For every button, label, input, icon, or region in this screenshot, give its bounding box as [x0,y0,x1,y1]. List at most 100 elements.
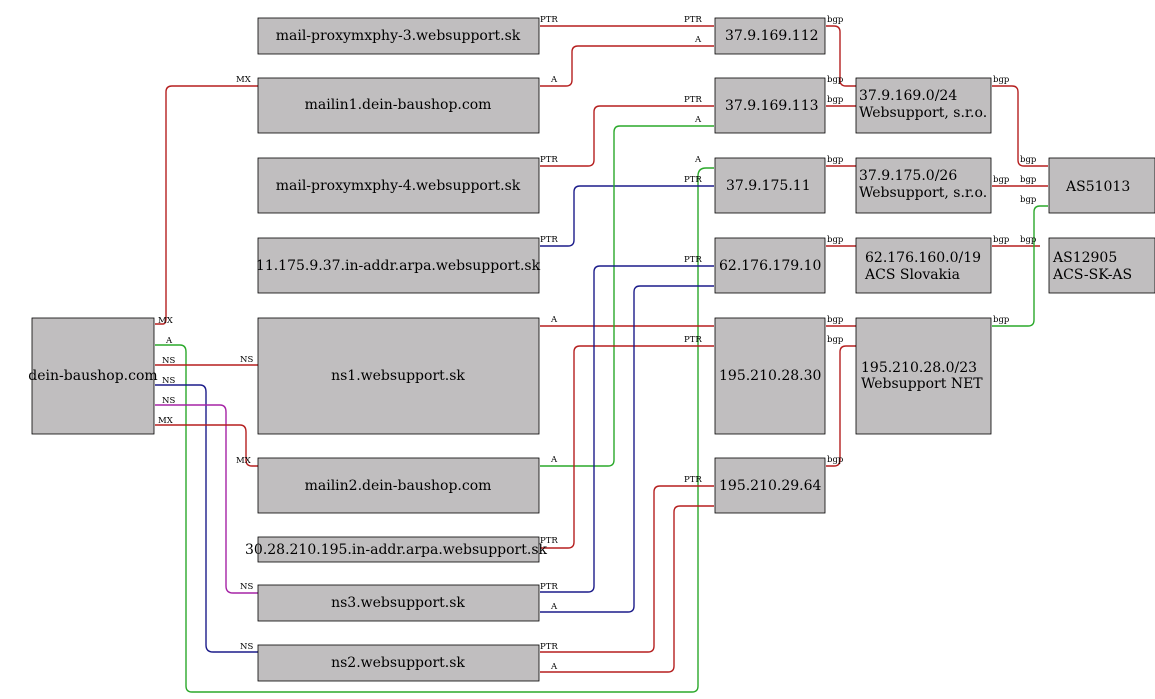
node-label: 37.9.175.11 [726,178,811,194]
label-a: A [694,115,702,125]
node-label: 37.9.169.113 [725,98,819,114]
edge-ns-ns3 [155,404,258,594]
node-label: Websupport, s.r.o. [859,185,987,201]
node-ip-37-9-169-113[interactable]: 37.9.169.113 [714,77,826,134]
node-arpa-30[interactable]: 30.28.210.195.in-addr.arpa.websupport.sk [245,536,548,563]
node-ip-195-210-28-30[interactable]: 195.210.28.30 [714,317,826,435]
label-bgp: bgp [1020,195,1037,205]
label-mx: MX [158,316,174,326]
label-ptr: PTR [684,335,702,345]
edge-a-dein-baushop [155,167,714,693]
node-label: 37.9.169.112 [725,28,819,44]
node-ip-37-9-169-112[interactable]: 37.9.169.112 [714,17,826,55]
label-a: A [550,315,558,325]
node-label: ACS Slovakia [864,267,960,283]
label-bgp: bgp [827,455,844,465]
edge-mx-mailin2 [155,424,258,467]
node-net-37-9-169[interactable]: 37.9.169.0/24 Websupport, s.r.o. [855,77,992,134]
node-ip-37-9-175-11[interactable]: 37.9.175.11 [714,157,826,214]
node-label: mail-proxymxphy-3.websupport.sk [276,28,521,44]
node-label: 30.28.210.195.in-addr.arpa.websupport.sk [245,542,548,558]
node-label: mail-proxymxphy-4.websupport.sk [276,178,521,194]
edge-bgp-112 [826,25,856,87]
node-label: 37.9.169.0/24 [859,88,957,104]
label-ptr: PTR [684,15,702,25]
label-bgp: bgp [827,235,844,245]
edge-ns-ns2 [155,384,258,653]
node-label: ns2.websupport.sk [331,655,465,671]
node-label: mailin2.dein-baushop.com [305,478,492,494]
label-a: A [694,35,702,45]
label-mx: MX [236,456,252,466]
label-a: A [550,662,558,672]
label-ptr: PTR [540,155,558,165]
label-ptr: PTR [684,475,702,485]
edge-a-ns3 [540,285,714,613]
node-label: 195.210.28.30 [719,368,821,384]
label-bgp: bgp [827,335,844,345]
node-label: 11.175.9.37.in-addr.arpa.websupport.sk [256,258,541,274]
node-ns1[interactable]: ns1.websupport.sk [257,317,540,435]
label-mx: MX [158,416,174,426]
label-bgp: bgp [1020,175,1037,185]
node-net-37-9-175[interactable]: 37.9.175.0/26 Websupport, s.r.o. [855,157,992,214]
node-dein-baushop[interactable]: dein-baushop.com [28,317,158,435]
label-ns: NS [240,355,253,365]
node-net-62-176-160[interactable]: 62.176.160.0/19 ACS Slovakia [855,237,992,294]
label-bgp: bgp [827,155,844,165]
edge-a-ns2 [540,505,714,673]
label-bgp: bgp [1020,235,1037,245]
edges [155,25,1048,693]
edge-ptr-arpa30 [540,345,714,549]
label-ns: NS [162,396,175,406]
label-bgp: bgp [1020,155,1037,165]
node-ip-195-210-29-64[interactable]: 195.210.29.64 [714,457,826,514]
node-label: 195.210.28.0/23 [861,360,977,376]
edge-a-mailin1 [540,45,714,87]
label-a: A [550,455,558,465]
node-arpa-11[interactable]: 11.175.9.37.in-addr.arpa.websupport.sk [256,237,541,294]
label-ptr: PTR [540,582,558,592]
edge-labels: PTR PTR A MX A PTR A PTR A PTR PTR PTR M… [158,15,1037,672]
label-ns: NS [162,356,175,366]
nodes: dein-baushop.com mail-proxymxphy-3.websu… [28,17,1155,682]
node-mailin1[interactable]: mailin1.dein-baushop.com [257,77,540,134]
label-bgp: bgp [993,175,1010,185]
node-ip-62-176-179-10[interactable]: 62.176.179.10 [714,237,826,294]
label-ptr: PTR [540,536,558,546]
edge-bgp-195-64 [826,345,856,467]
label-bgp: bgp [993,235,1010,245]
label-bgp: bgp [827,315,844,325]
edge-bgp-net169 [992,85,1048,167]
label-ptr: PTR [540,15,558,25]
edge-ptr-ns2 [540,485,714,653]
node-label: dein-baushop.com [28,368,157,384]
node-label: 37.9.175.0/26 [859,168,957,184]
label-bgp: bgp [827,75,844,85]
edge-mx-mailin1 [155,85,258,325]
node-as51013[interactable]: AS51013 [1048,157,1155,214]
node-label: ns1.websupport.sk [331,368,465,384]
node-mail-proxy-3[interactable]: mail-proxymxphy-3.websupport.sk [257,17,540,55]
node-label: Websupport, s.r.o. [859,105,987,121]
node-label: ACS-SK-AS [1052,267,1132,283]
node-ns3[interactable]: ns3.websupport.sk [257,584,540,622]
label-ptr: PTR [540,642,558,652]
label-a: A [694,155,702,165]
label-ns: NS [162,376,175,386]
node-as12905[interactable]: AS12905 ACS-SK-AS [1048,237,1155,294]
edge-ptr-proxy4 [540,105,714,167]
node-mail-proxy-4[interactable]: mail-proxymxphy-4.websupport.sk [257,157,540,214]
node-label: mailin1.dein-baushop.com [305,97,492,113]
node-ns2[interactable]: ns2.websupport.sk [257,644,540,682]
label-ptr: PTR [540,235,558,245]
node-mailin2[interactable]: mailin2.dein-baushop.com [257,457,540,514]
label-ptr: PTR [684,95,702,105]
label-a: A [550,75,558,85]
edge-bgp-net195 [992,205,1048,327]
label-a: A [165,336,173,346]
node-net-195-210-28[interactable]: 195.210.28.0/23 Websupport NET [855,317,992,435]
label-bgp: bgp [993,75,1010,85]
label-ns: NS [240,582,253,592]
